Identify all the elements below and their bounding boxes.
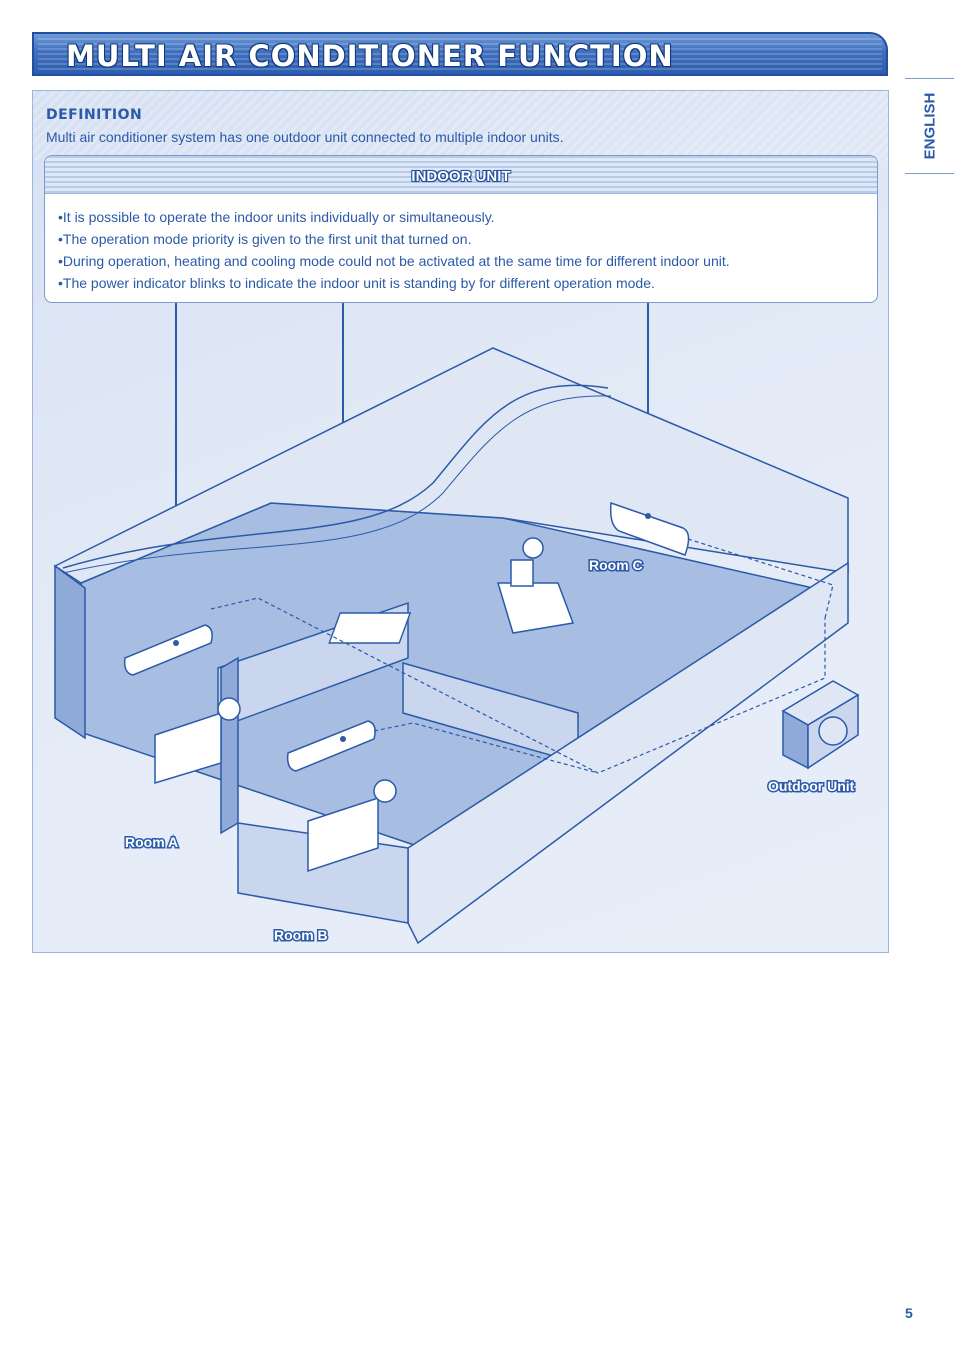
- content-panel: DEFINITION Multi air conditioner system …: [32, 90, 889, 953]
- definition-text: Multi air conditioner system has one out…: [46, 129, 564, 145]
- indoor-unit-a: [123, 624, 213, 676]
- language-tab: ENGLISH: [905, 78, 954, 174]
- indoor-unit-box: INDOOR UNIT It is possible to operate th…: [44, 155, 878, 303]
- list-item: It is possible to operate the indoor uni…: [58, 206, 730, 228]
- person-b: [373, 779, 397, 803]
- house-illustration: Room A Room B Room C Outdoor Unit: [53, 303, 860, 945]
- outdoor-unit: [781, 680, 860, 770]
- page-title: MULTI AIR CONDITIONER FUNCTION: [66, 39, 674, 73]
- room-c-label: Room C: [589, 557, 643, 573]
- panel-pattern: [33, 91, 888, 161]
- indoor-unit-list: It is possible to operate the indoor uni…: [58, 206, 730, 294]
- person-a: [217, 697, 241, 721]
- outdoor-unit-label: Outdoor Unit: [768, 778, 855, 794]
- title-bar: MULTI AIR CONDITIONER FUNCTION: [32, 32, 888, 76]
- page-number: 5: [905, 1305, 913, 1321]
- partition-edge: [220, 656, 239, 835]
- title-stripes: [38, 38, 882, 70]
- indoor-unit-c: [609, 501, 690, 556]
- list-item: The power indicator blinks to indicate t…: [58, 272, 730, 294]
- ceiling-cutaway: [62, 384, 609, 569]
- desk-a: [154, 711, 222, 785]
- coffee-table: [328, 612, 412, 644]
- language-label: ENGLISH: [921, 92, 938, 160]
- left-wall: [54, 564, 86, 740]
- indoor-unit-header: INDOOR UNIT: [45, 156, 877, 194]
- indoor-unit-heading: INDOOR UNIT: [411, 168, 511, 185]
- desk-b: [307, 796, 379, 873]
- armchair: [496, 582, 575, 634]
- definition-heading: DEFINITION: [46, 107, 143, 123]
- newspaper: [510, 559, 534, 587]
- refrigerant-piping: [210, 538, 834, 774]
- room-b-label: Room B: [274, 927, 328, 943]
- list-item: The operation mode priority is given to …: [58, 228, 730, 250]
- list-item: During operation, heating and cooling mo…: [58, 250, 730, 272]
- indoor-unit-b: [286, 720, 376, 772]
- room-a-label: Room A: [125, 834, 178, 850]
- person-reading: [522, 537, 544, 559]
- ceiling-cutaway-inner: [62, 395, 612, 574]
